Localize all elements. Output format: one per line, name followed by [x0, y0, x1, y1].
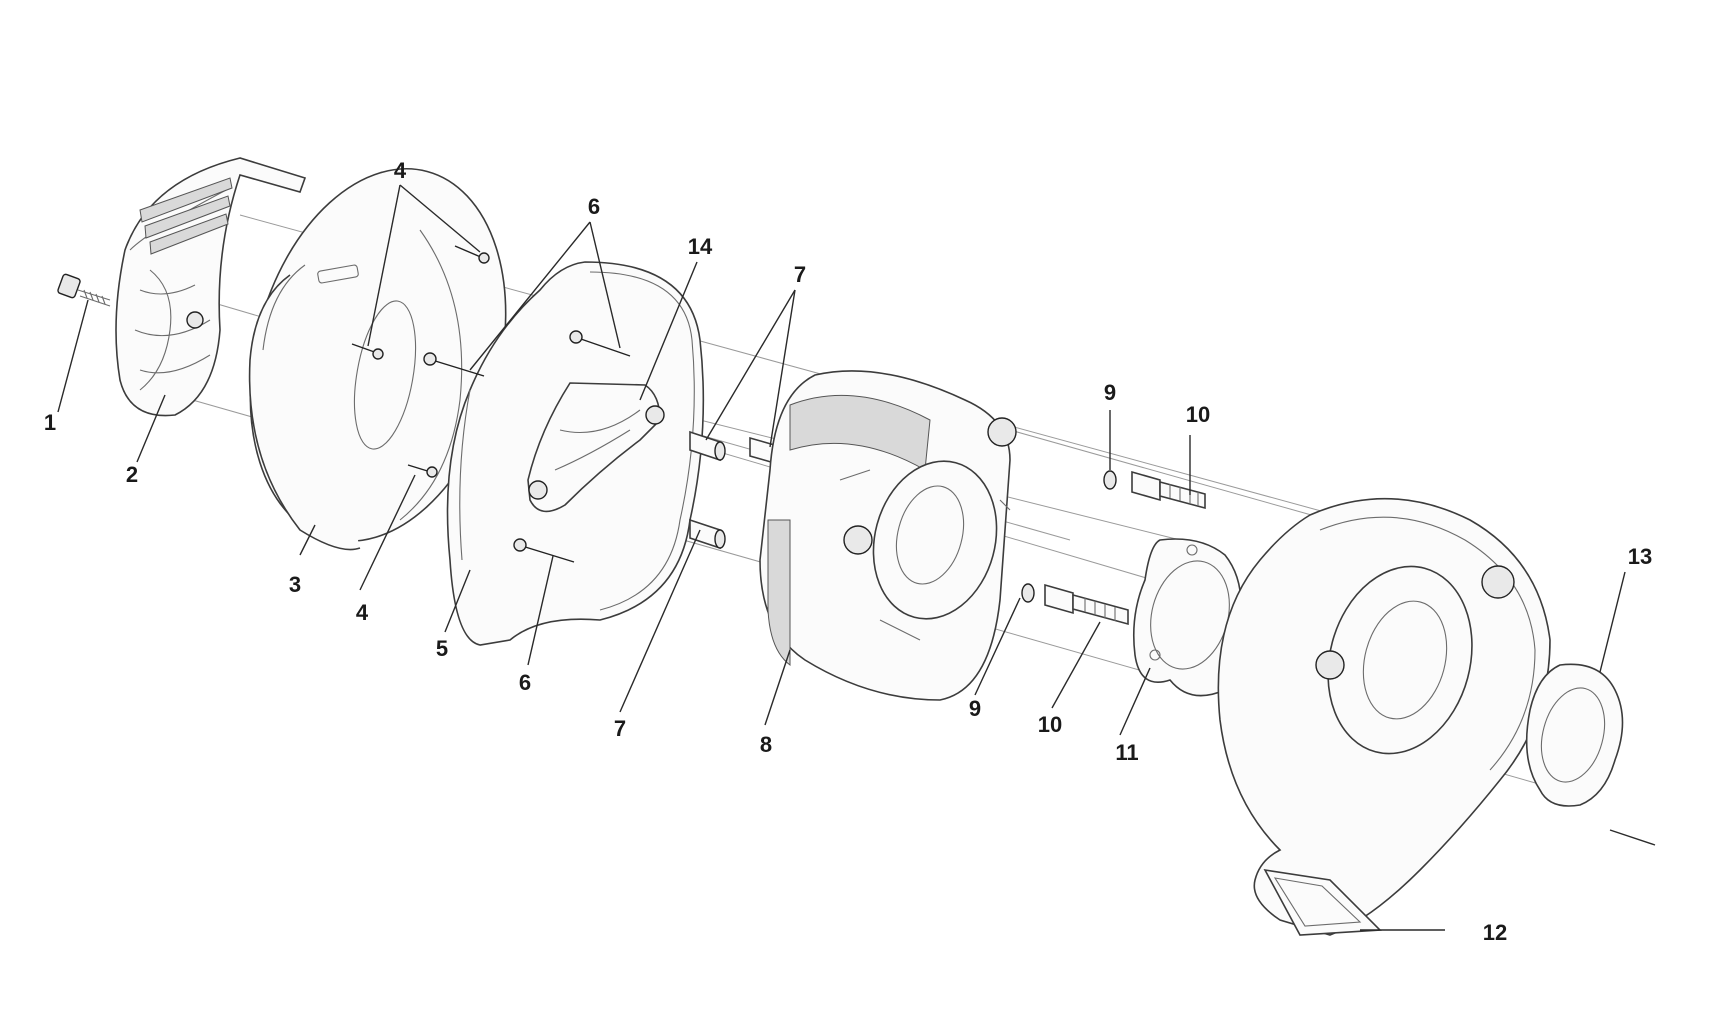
- ribbed-cover-icon: [115, 157, 307, 417]
- callout-10-top: 10: [1186, 402, 1210, 427]
- callout-labels: 1 2 3 4 4 5 6 6 7 7 8 9 9 10 10 11 12 13…: [44, 158, 1652, 945]
- callout-6-top: 6: [588, 194, 600, 219]
- long-bolt-icon: [423, 330, 631, 563]
- intake-base-icon: [1217, 497, 1551, 936]
- callout-11: 11: [1115, 740, 1138, 765]
- leader-lines: [57, 184, 1656, 931]
- callout-3: 3: [289, 572, 301, 597]
- o-ring-icon: [1021, 470, 1117, 603]
- callout-1: 1: [44, 410, 56, 435]
- callout-9-bottom: 9: [969, 696, 981, 721]
- filter-element-icon: [759, 370, 1017, 701]
- callout-5: 5: [436, 636, 448, 661]
- callout-8: 8: [760, 732, 772, 757]
- callout-12: 12: [1483, 920, 1507, 945]
- callout-4-top: 4: [394, 158, 407, 183]
- callout-10-bottom: 10: [1038, 712, 1062, 737]
- gasket-icon: [1132, 538, 1244, 697]
- callout-4-bottom: 4: [356, 600, 369, 625]
- callout-7-bottom: 7: [614, 716, 626, 741]
- callout-7-top: 7: [794, 262, 806, 287]
- mount-gasket-icon: [1525, 663, 1624, 807]
- callout-9-top: 9: [1104, 380, 1116, 405]
- stud-icon: [1044, 470, 1206, 626]
- callout-6-bottom: 6: [519, 670, 531, 695]
- screw-icon: [57, 273, 111, 307]
- callout-13: 13: [1628, 544, 1652, 569]
- bracket-icon: [527, 382, 665, 513]
- callout-14: 14: [688, 234, 713, 259]
- small-screw-icon: [351, 245, 490, 478]
- callout-2: 2: [126, 462, 138, 487]
